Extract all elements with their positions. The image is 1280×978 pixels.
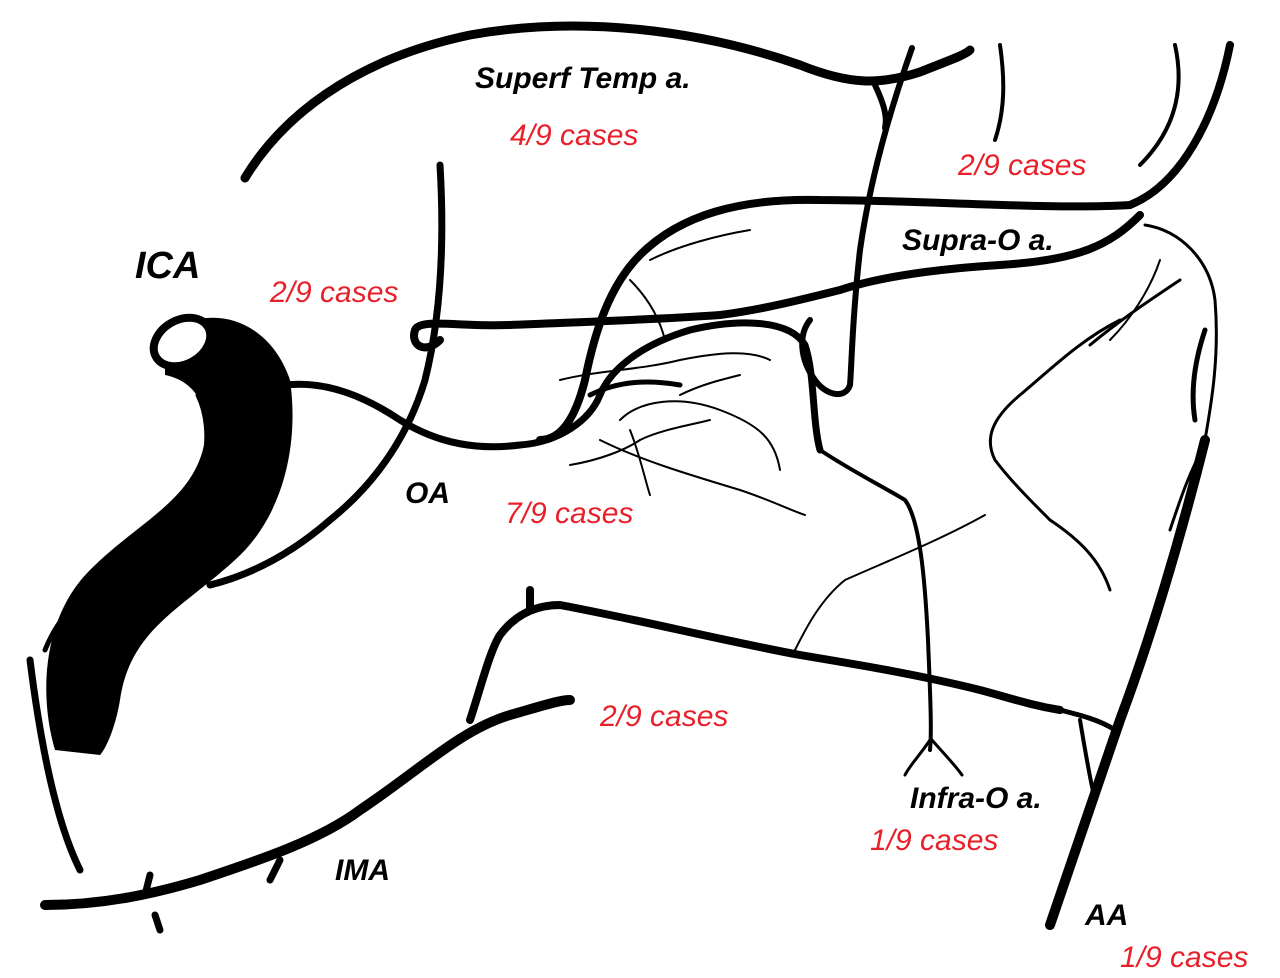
infraorbital-artery: [794, 448, 986, 777]
ima-cases-label: 2/9 cases: [599, 700, 728, 733]
ica-lumen-highlight: [42, 392, 210, 653]
aa-label: AA: [1084, 899, 1128, 932]
ica-body: [46, 317, 293, 755]
supra-o-label: Supra-O a.: [902, 224, 1054, 257]
middle-descending-branch: [799, 45, 915, 397]
superf-temp-cases-label: 4/9 cases: [510, 119, 638, 152]
infra-o-cases-label: 1/9 cases: [870, 824, 998, 857]
orbital-loop-vessels: [988, 223, 1218, 592]
supraorbital-artery: [410, 41, 1234, 444]
fine-branch-network: [559, 229, 806, 516]
ica-opening: [149, 313, 215, 371]
upper-right-cases-label: 2/9 cases: [957, 149, 1086, 182]
aa-vessel: [1045, 435, 1210, 930]
ima-label: IMA: [335, 854, 390, 887]
infra-o-label: Infra-O a.: [910, 782, 1042, 815]
ophthalmic-artery: [206, 161, 824, 589]
superf-temp-label: Superf Temp a.: [475, 62, 691, 95]
ica-vessel: [42, 313, 293, 755]
oa-cases-label: 2/9 cases: [269, 276, 398, 309]
central-cases-label: 7/9 cases: [505, 497, 633, 530]
ima-vessel: [26, 586, 1064, 934]
aa-cases-label: 1/9 cases: [1120, 941, 1248, 974]
ica-label: ICA: [135, 245, 200, 287]
oa-label: OA: [405, 477, 450, 510]
